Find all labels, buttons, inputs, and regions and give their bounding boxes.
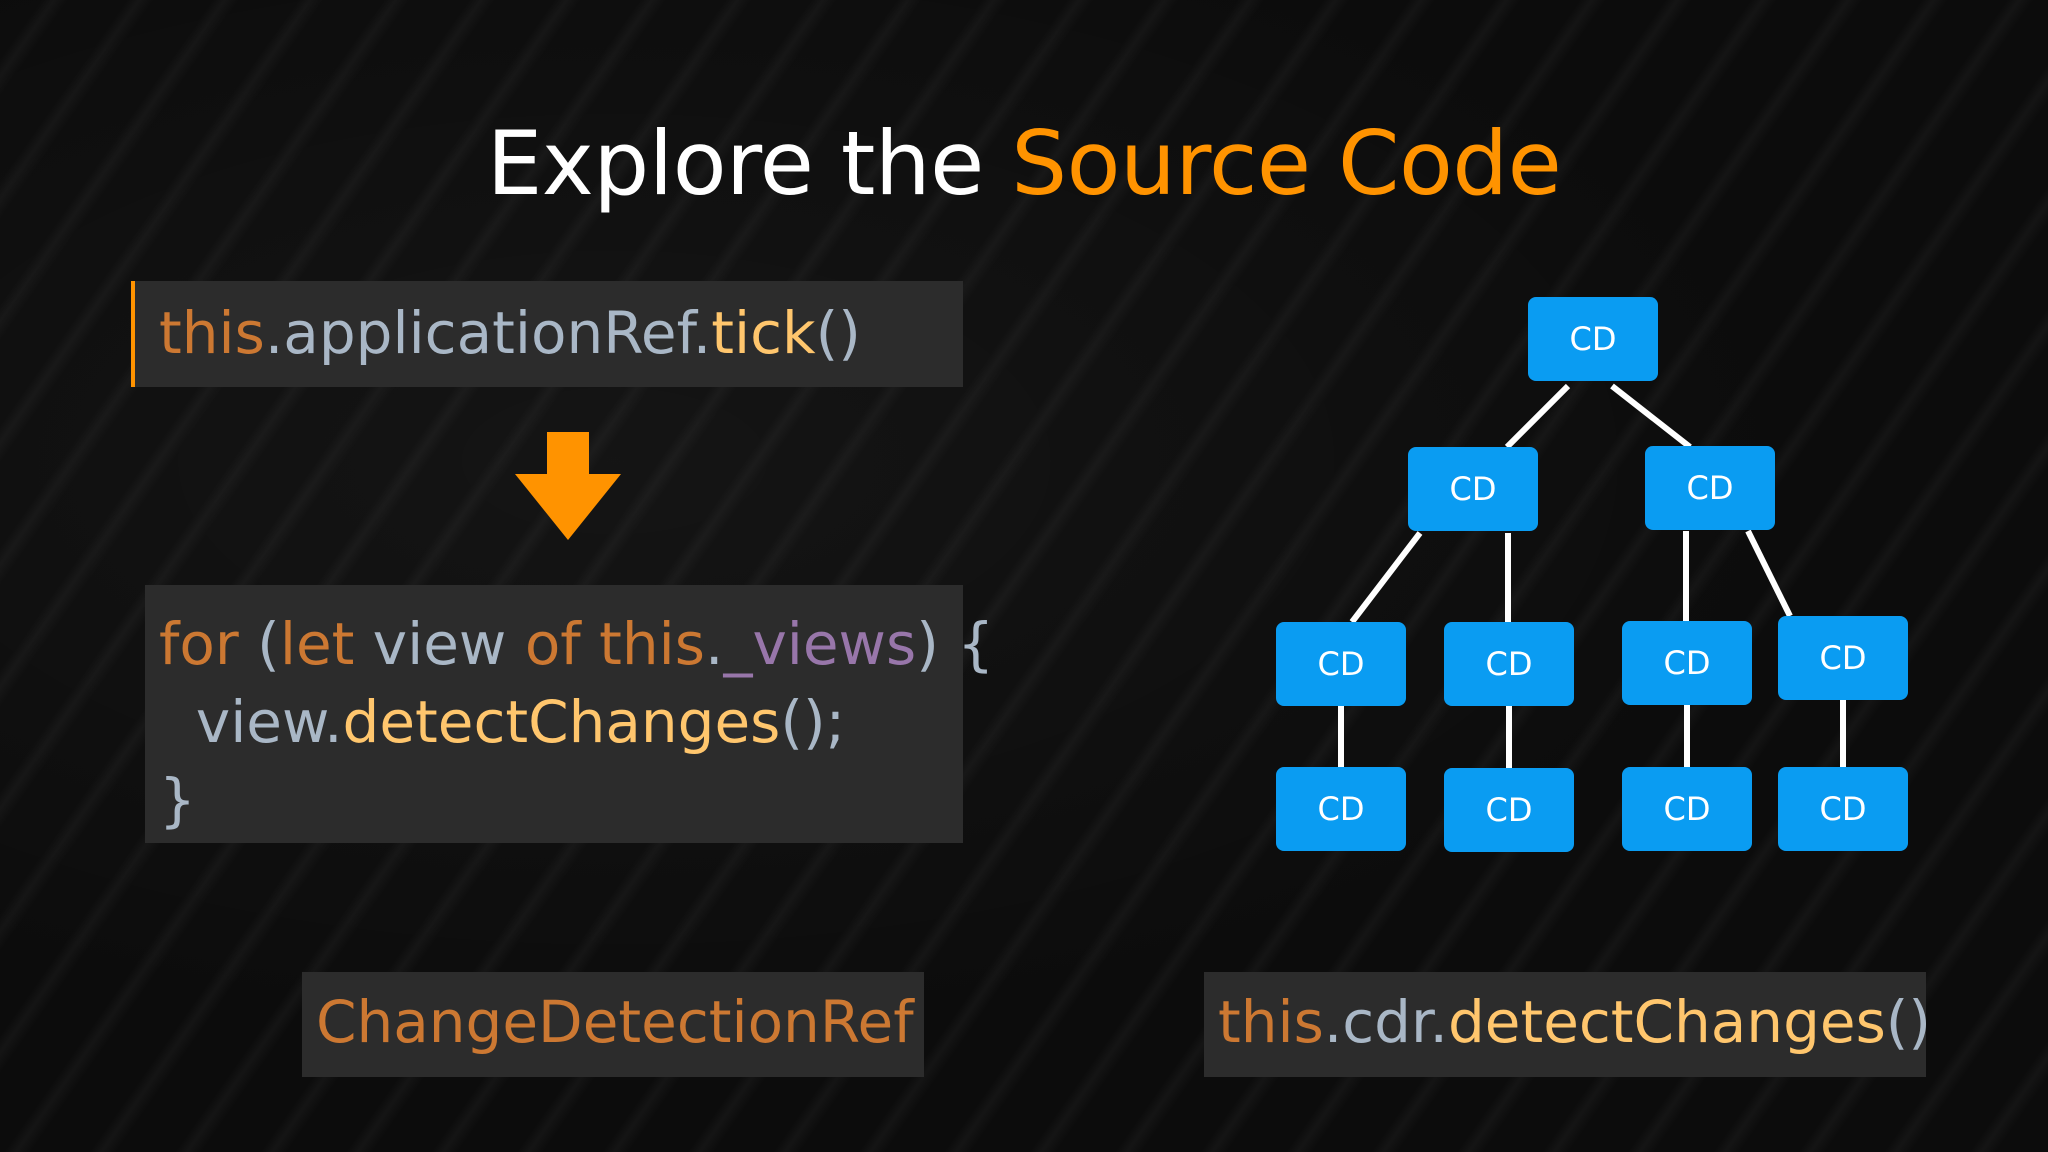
code-line-3: } [159, 766, 196, 834]
code-this: this [159, 299, 265, 367]
dc-this: this [1218, 988, 1324, 1056]
tree-node-l3-c: CD [1622, 767, 1752, 851]
edge-l1-left-l2-a [1349, 531, 1423, 624]
code-this-2: this [599, 610, 705, 678]
edge-l1-right-l2-d [1745, 529, 1793, 618]
tree-node-l1-right: CD [1645, 446, 1775, 530]
code-line-2: view.detectChanges(); [159, 683, 963, 761]
tree-node-l3-a: CD [1276, 767, 1406, 851]
detect-changes-code-block: this.cdr.detectChanges() [1204, 972, 1931, 1077]
cdr-class-name: ChangeDetectionRef [316, 988, 914, 1056]
code-let: let [279, 610, 355, 678]
edge-root-l1-left [1504, 383, 1571, 450]
code-parens: () [815, 299, 861, 367]
dc-cdr: .cdr. [1323, 988, 1448, 1056]
change-detection-ref-label: ChangeDetectionRef [302, 972, 924, 1077]
tree-node-l2-a: CD [1276, 622, 1406, 706]
slide-title: Explore the Source Code [0, 112, 2048, 215]
title-accent: Source Code [1011, 112, 1562, 215]
tree-node-l2-c: CD [1622, 621, 1752, 705]
code-close: ) { [916, 610, 995, 678]
edge-root-l1-right [1610, 383, 1692, 450]
title-prefix: Explore the [486, 112, 1012, 215]
code-open: ( [238, 610, 280, 678]
code-of: of [524, 610, 581, 678]
tree-node-l1-left: CD [1408, 447, 1538, 531]
tree-node-l3-d: CD [1778, 767, 1908, 851]
code-call-end: (); [780, 688, 846, 756]
tree-node-root: CD [1528, 297, 1658, 381]
code-view: view [354, 610, 525, 678]
code-application-ref: .applicationRef. [264, 299, 712, 367]
tree-node-l2-b: CD [1444, 622, 1574, 706]
loop-code-block: for (let view of this._views) { view.det… [145, 585, 994, 843]
code-line-1: for (let view of this._views) { [159, 605, 994, 683]
dc-fn: detectChanges [1447, 988, 1886, 1056]
code-detect-changes: detectChanges [342, 688, 781, 756]
code-view-dot: view. [159, 688, 343, 756]
arrow-down-icon [515, 432, 621, 540]
tick-code-block: this.applicationRef.tick() [135, 281, 963, 387]
code-tick-fn: tick [711, 299, 816, 367]
dc-parens: () [1885, 988, 1932, 1056]
tree-node-l3-b: CD [1444, 768, 1574, 852]
code-for: for [159, 610, 239, 678]
code-views: _views [723, 610, 917, 678]
tree-node-l2-d: CD [1778, 616, 1908, 700]
code-dot: . [705, 610, 724, 678]
